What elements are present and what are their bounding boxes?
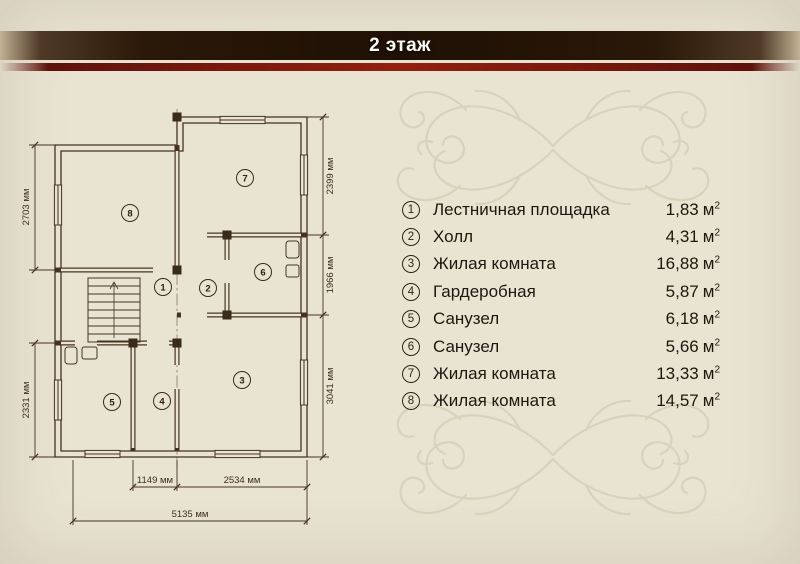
dim-label-right-bottom: 3041 мм xyxy=(325,368,336,405)
room-name: Гардеробная xyxy=(433,281,536,301)
dim-label-right-middle: 1966 мм xyxy=(325,257,336,294)
room-name: Холл xyxy=(433,227,474,247)
room-number-badge: 7 xyxy=(402,365,420,384)
flourish-ornament-top-icon xyxy=(396,89,710,206)
room-number: 8 xyxy=(127,209,132,220)
interior-walls xyxy=(55,145,307,451)
dimension-ticks xyxy=(31,113,327,525)
room-number-badge: 1 xyxy=(402,200,420,219)
room-number-badge: 2 xyxy=(402,228,420,247)
room-number: 1 xyxy=(160,283,166,294)
room-name: Жилая комната xyxy=(433,391,556,411)
room-number: 5 xyxy=(109,398,115,409)
room-name: Санузел xyxy=(433,309,500,329)
stairs xyxy=(87,277,141,343)
dim-label-right-top: 2399 мм xyxy=(325,158,336,195)
dimension-lines xyxy=(29,116,329,525)
room-name: Санузел xyxy=(433,336,500,356)
dim-label-bottom-left: 1149 мм xyxy=(137,475,173,486)
floor-plan-drawing: 2703 мм 2331 мм 2399 мм 1966 мм 3041 мм … xyxy=(21,109,336,525)
bath-fixtures xyxy=(64,240,300,365)
wall-piers xyxy=(128,112,232,348)
dim-label-left-bottom: 2331 мм xyxy=(21,382,32,419)
dim-label-left-top: 2703 мм xyxy=(21,189,32,226)
room-number-badge: 5 xyxy=(402,310,420,329)
room-number: 6 xyxy=(260,268,265,279)
dim-label-bottom-right: 2534 мм xyxy=(224,475,261,486)
room-name: Лестничная площадка xyxy=(433,199,610,219)
room-number: 4 xyxy=(159,397,165,408)
room-number: 2 xyxy=(205,284,210,295)
room-number-badge: 6 xyxy=(402,337,420,356)
outer-walls xyxy=(54,116,308,458)
room-name: Жилая комната xyxy=(433,364,556,384)
page-title: 2 этаж xyxy=(369,34,431,56)
room-number-badge: 8 xyxy=(402,392,420,411)
dim-label-bottom-total: 5135 мм xyxy=(172,509,209,520)
room-number: 7 xyxy=(242,174,247,185)
flourish-ornament-bottom-icon xyxy=(396,399,710,516)
header-bar: 2 этаж xyxy=(0,31,800,60)
room-numbers: 1 2 3 4 5 6 7 8 xyxy=(103,169,272,411)
room-number: 3 xyxy=(239,376,244,387)
accent-divider-stripe xyxy=(0,63,800,71)
interior-walls-core xyxy=(61,151,301,448)
room-number-badge: 4 xyxy=(402,282,420,301)
room-name: Жилая комната xyxy=(433,254,556,274)
room-number-badge: 3 xyxy=(402,255,420,274)
windows xyxy=(53,115,309,459)
